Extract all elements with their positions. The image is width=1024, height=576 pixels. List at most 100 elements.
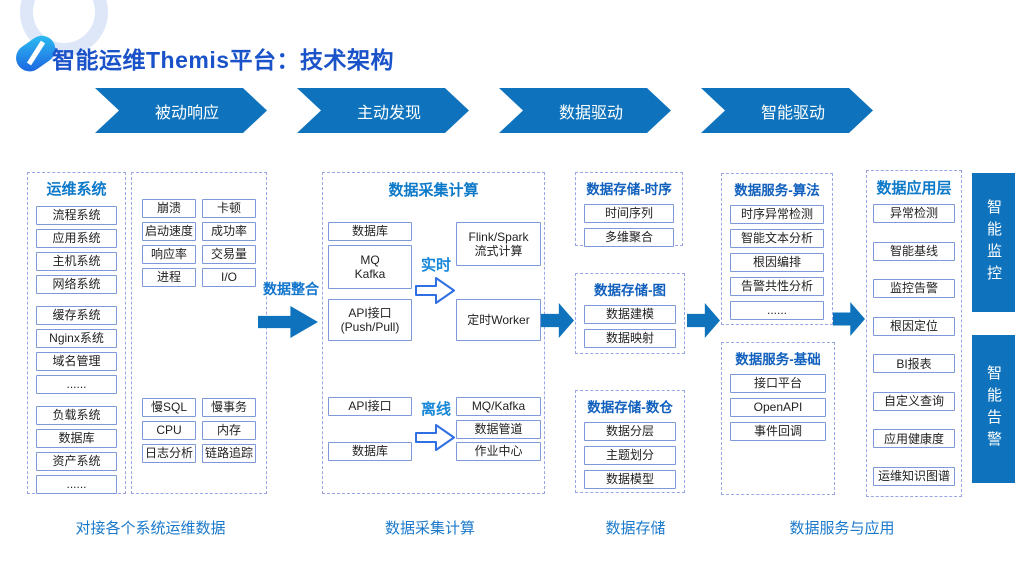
box-item: 成功率 [202,222,256,241]
offline-arrow-icon [415,424,455,451]
flow-arrow-icon [833,302,865,336]
panel-storage-graph: 数据存储-图 数据建模 数据映射 [575,273,685,354]
box-item: I/O [202,268,256,287]
ops-group-2: 缓存系统 Nginx系统 域名管理 ...... [36,306,117,394]
box-item: 数据映射 [584,329,676,348]
box-item: 缓存系统 [36,306,117,325]
stage-banner-row: 被动响应 主动发现 数据驱动 智能驱动 [95,88,873,133]
box-item: 事件回调 [730,422,826,441]
box-item: Flink/Spark 流式计算 [456,222,541,266]
box-item: OpenAPI [730,398,826,417]
panel-title-service-algo: 数据服务-算法 [734,183,820,198]
box-item: 数据库 [36,429,117,448]
box-item: 网络系统 [36,275,117,294]
box-item: 定时Worker [456,299,541,341]
box-item: 时序异常检测 [730,205,824,224]
box-item: 数据库 [328,442,412,461]
box-item: 告警共性分析 [730,277,824,296]
box-item: 根因定位 [873,316,955,336]
integration-arrow-label: 数据整合 [263,281,319,297]
panel-application-layer: 数据应用层 异常检测 智能基线 监控告警 根因定位 BI报表 自定义查询 应用健… [866,170,962,497]
box-item: 内存 [202,421,256,440]
panel-title-application: 数据应用层 [876,180,952,197]
box-item: ...... [36,375,117,394]
box-item: 作业中心 [456,442,541,461]
metrics-group-bottom: 慢SQL 慢事务 CPU 内存 日志分析 链路追踪 [142,398,256,463]
stage-chevron-proactive: 主动发现 [297,88,469,133]
box-item: 数据模型 [584,470,676,489]
stage-chevron-data-driven: 数据驱动 [499,88,671,133]
box-item: 流程系统 [36,206,117,225]
panel-service-base: 数据服务-基础 接口平台 OpenAPI 事件回调 [721,342,835,495]
box-item: MQ Kafka [328,245,412,289]
panel-title-service-base: 数据服务-基础 [735,352,821,367]
box-item: BI报表 [873,354,955,374]
box-item: 负载系统 [36,406,117,425]
panel-title-collection: 数据采集计算 [388,182,479,199]
panel-title-storage-dw: 数据存储-数仓 [587,400,673,415]
offline-label: 离线 [420,401,451,418]
box-item: CPU [142,421,196,440]
panel-ops-systems: 运维系统 流程系统 应用系统 主机系统 网络系统 缓存系统 Nginx系统 域名… [27,172,126,494]
box-item: 数据分层 [584,422,676,441]
box-item: API接口 [328,397,412,416]
box-item: 数据库 [328,222,412,241]
panel-service-algorithm: 数据服务-算法 时序异常检测 智能文本分析 根因编排 告警共性分析 ...... [721,173,833,325]
box-item: 数据管道 [456,420,541,439]
box-item: 多维聚合 [584,228,674,247]
flow-arrow-icon [541,303,574,338]
sidebar-smart-monitoring: 智能监控 [972,173,1015,312]
box-item: 主题划分 [584,446,676,465]
box-item: 链路追踪 [202,444,256,463]
box-item: 自定义查询 [873,391,955,411]
box-item: 卡顿 [202,199,256,218]
box-item: 启动速度 [142,222,196,241]
panel-storage-warehouse: 数据存储-数仓 数据分层 主题划分 数据模型 [575,390,685,493]
box-item: 监控告警 [873,279,955,299]
metrics-group-top: 崩溃 卡顿 启动速度 成功率 响应率 交易量 进程 I/O [142,199,256,287]
footer-label-storage: 数据存储 [605,520,666,537]
box-item: 崩溃 [142,199,196,218]
footer-label-collection: 数据采集计算 [384,520,475,537]
box-item: 慢SQL [142,398,196,417]
box-item: 应用健康度 [873,429,955,449]
box-item: MQ/Kafka [456,397,541,416]
panel-title-ops: 运维系统 [46,181,107,198]
stage-chevron-passive: 被动响应 [95,88,267,133]
box-item: 异常检测 [873,204,955,223]
panel-metrics: 崩溃 卡顿 启动速度 成功率 响应率 交易量 进程 I/O 慢SQL 慢事务 C… [131,172,267,494]
realtime-arrow-icon [415,277,455,304]
box-item: 接口平台 [730,374,826,393]
box-item: 运维知识图谱 [873,466,955,486]
box-item: 智能基线 [873,241,955,261]
sidebar-smart-alerting: 智能告警 [972,335,1015,483]
box-item: 资产系统 [36,452,117,471]
footer-label-service-app: 数据服务与应用 [789,520,895,537]
box-item: 交易量 [202,245,256,264]
box-item: 数据建模 [584,305,676,324]
box-item: 域名管理 [36,352,117,371]
panel-title-storage-graph: 数据存储-图 [594,283,666,298]
themis-logo-icon [16,35,56,72]
box-item: 进程 [142,268,196,287]
flow-arrow-icon [687,303,720,338]
ops-group-1: 流程系统 应用系统 主机系统 网络系统 [36,206,117,294]
box-item: Nginx系统 [36,329,117,348]
panel-storage-timeseries: 数据存储-时序 时间序列 多维聚合 [575,172,683,247]
box-item: 日志分析 [142,444,196,463]
panel-title-storage-ts: 数据存储-时序 [586,182,672,197]
box-item: ...... [730,301,824,320]
application-items: 异常检测 智能基线 监控告警 根因定位 BI报表 自定义查询 应用健康度 运维知… [873,198,955,486]
box-item: 响应率 [142,245,196,264]
box-item: 智能文本分析 [730,229,824,248]
box-item: API接口 (Push/Pull) [328,299,412,341]
box-item: 时间序列 [584,204,674,223]
page-title: 智能运维Themis平台：技术架构 [52,47,395,73]
flow-arrow-icon [258,306,318,338]
footer-label-ops-data: 对接各个系统运维数据 [75,520,226,537]
box-item: ...... [36,475,117,494]
box-item: 应用系统 [36,229,117,248]
box-item: 根因编排 [730,253,824,272]
realtime-label: 实时 [420,257,451,274]
